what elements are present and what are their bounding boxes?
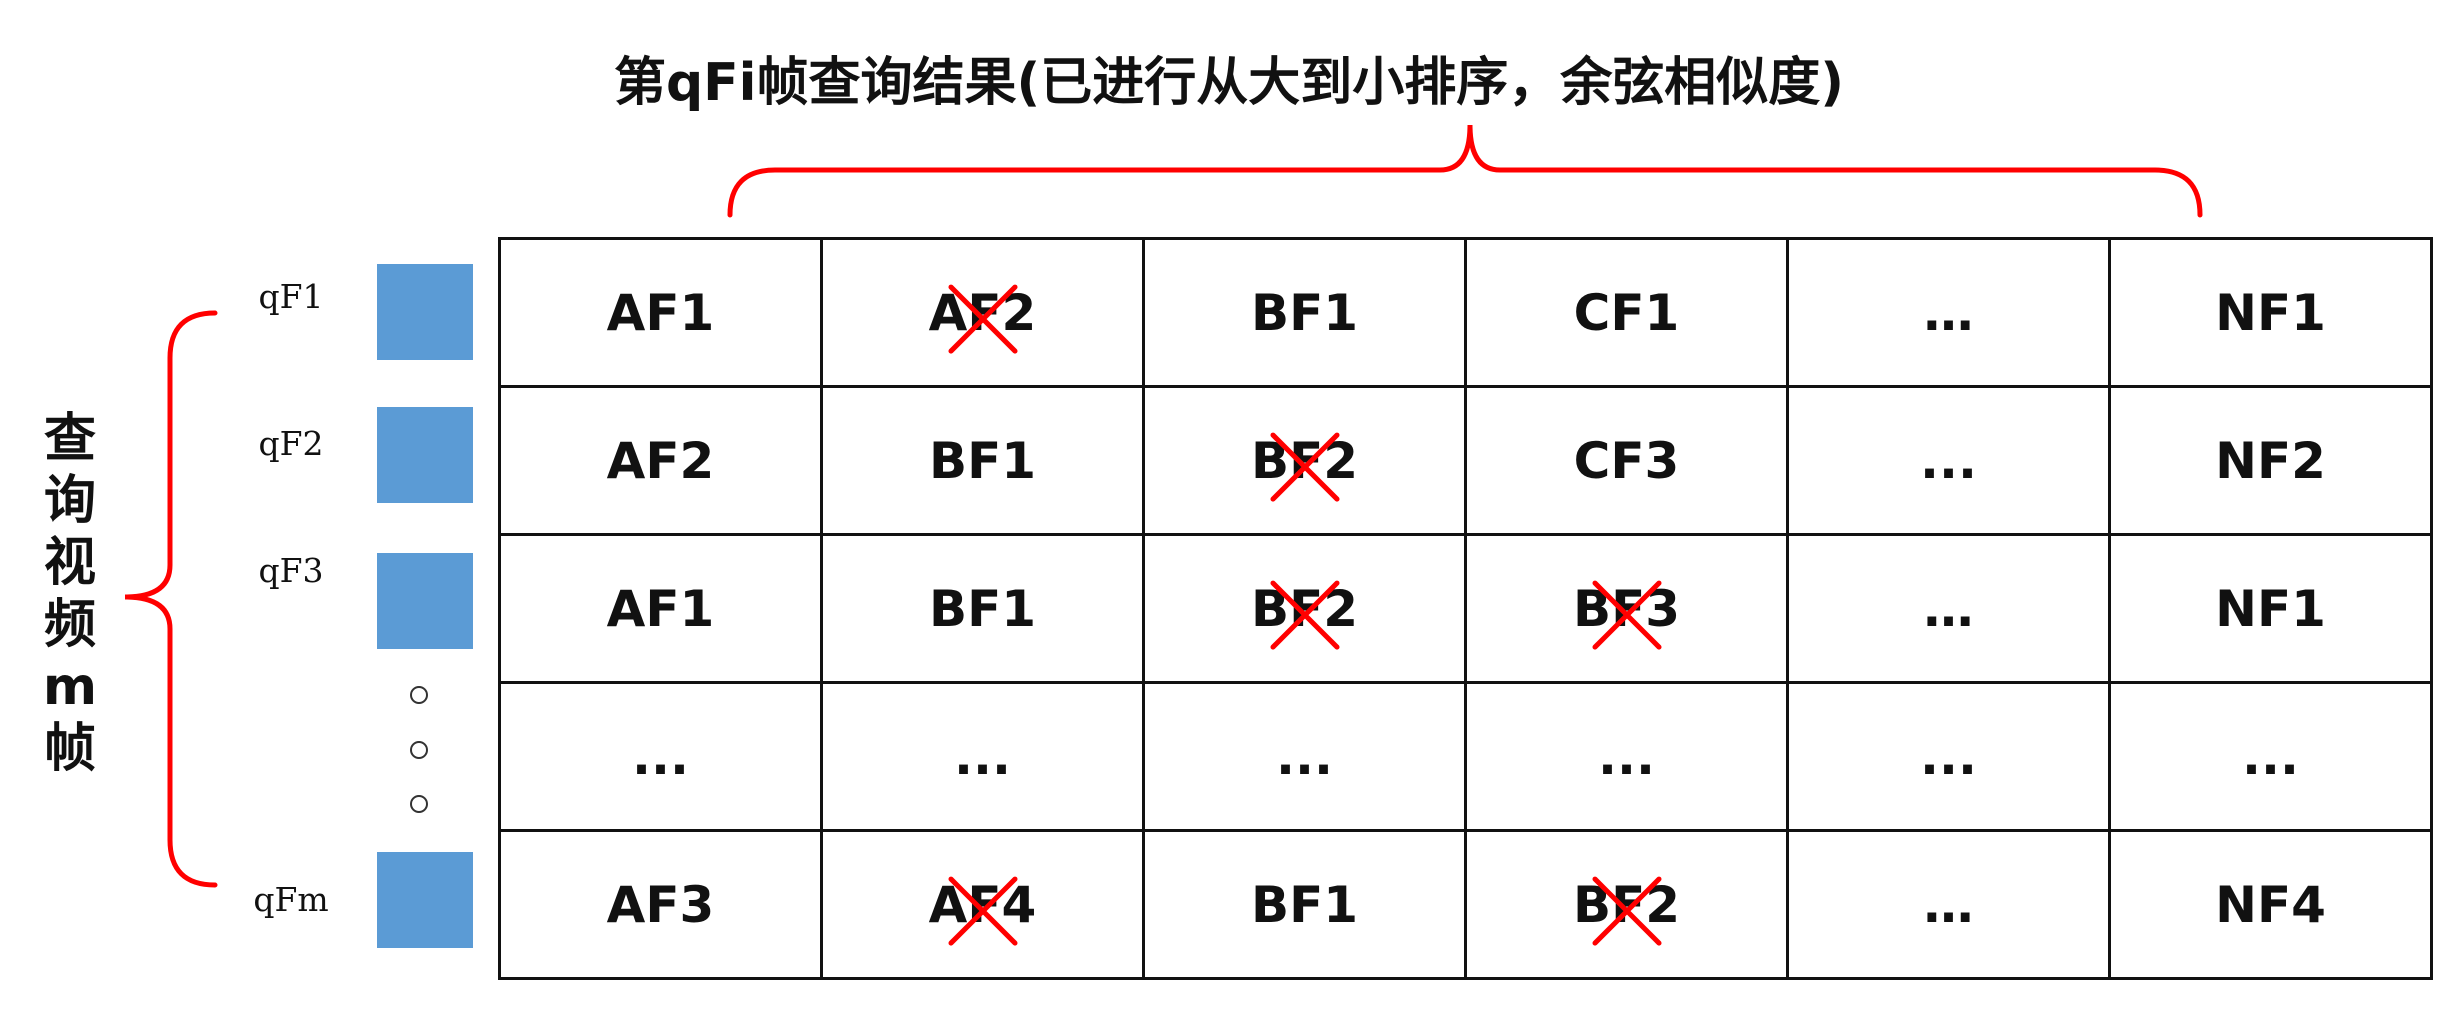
cell-label: AF1	[606, 579, 715, 638]
grid-cell: CF1	[1464, 237, 1789, 388]
grid-cell: BF2	[1142, 533, 1467, 684]
grid-cell: NF2	[2108, 385, 2433, 536]
grid-row: ..................	[498, 681, 2433, 832]
grid-cell: NF1	[2108, 533, 2433, 684]
cell-label: AF1	[606, 283, 715, 342]
cell-label: ...	[2242, 727, 2299, 786]
cell-label: ...	[954, 727, 1011, 786]
cell-label: CF1	[1573, 283, 1680, 342]
cell-label: BF1	[1250, 875, 1359, 934]
cell-label: BF2	[1250, 579, 1359, 638]
diagram-title: 第qFi帧查询结果(已进行从大到小排序，余弦相似度)	[613, 53, 1845, 113]
cell-label: ...	[1920, 431, 1977, 490]
query-frame-label: qF3	[258, 551, 324, 590]
grid-cell: ...	[498, 681, 823, 832]
cell-label: NF1	[2215, 579, 2326, 638]
grid-cell: ...	[1786, 681, 2111, 832]
grid-cell: …	[1786, 533, 2111, 684]
grid-cell: BF1	[820, 385, 1145, 536]
cell-label: …	[1923, 283, 1974, 342]
grid-row: AF2 BF1 BF2 CF3... NF2	[498, 385, 2433, 536]
grid-cell: BF1	[1142, 237, 1467, 388]
cell-label: ...	[632, 727, 689, 786]
cell-label: ...	[1276, 727, 1333, 786]
grid-cell: CF3	[1464, 385, 1789, 536]
cell-label: BF1	[1250, 283, 1359, 342]
grid-cell: …	[1786, 237, 2111, 388]
grid-row: AF3 AF4 BF1 BF2 … NF4	[498, 829, 2433, 980]
grid-cell: NF4	[2108, 829, 2433, 980]
cell-label: AF2	[928, 283, 1037, 342]
grid-cell: ...	[2108, 681, 2433, 832]
grid-cell: AF2	[820, 237, 1145, 388]
grid-cell: …	[1786, 829, 2111, 980]
grid-cell: BF2	[1142, 385, 1467, 536]
top-brace	[727, 124, 2203, 218]
query-frame-label: qF1	[258, 277, 324, 316]
cell-label: …	[1923, 579, 1974, 638]
cell-label: BF2	[1250, 431, 1359, 490]
left-brace	[124, 310, 218, 888]
cell-label: …	[1923, 875, 1974, 934]
grid-cell: AF3	[498, 829, 823, 980]
cell-label: AF3	[606, 875, 715, 934]
cell-label: AF2	[606, 431, 715, 490]
grid-row: AF1 AF2 BF1 CF1 … NF1	[498, 237, 2433, 388]
cell-label: NF4	[2215, 875, 2326, 934]
grid-cell: BF2	[1464, 829, 1789, 980]
cell-label: BF1	[928, 431, 1037, 490]
query-frame-label: qFm	[253, 880, 329, 919]
cell-label: BF1	[928, 579, 1037, 638]
grid-cell: NF1	[2108, 237, 2433, 388]
grid-cell: ...	[820, 681, 1145, 832]
grid-cell: AF4	[820, 829, 1145, 980]
grid-cell: AF1	[498, 237, 823, 388]
query-frame-box	[377, 553, 473, 649]
cell-label: AF4	[928, 875, 1037, 934]
side-label-char: 询	[43, 471, 96, 531]
grid-cell: ...	[1142, 681, 1467, 832]
ellipsis-dot	[410, 686, 428, 704]
side-label-char: 查	[43, 409, 96, 469]
cell-label: NF2	[2215, 431, 2326, 490]
side-label-char: 频	[43, 595, 96, 655]
grid-cell: AF1	[498, 533, 823, 684]
cell-label: BF3	[1572, 579, 1681, 638]
grid-cell: BF1	[1142, 829, 1467, 980]
grid-cell: AF2	[498, 385, 823, 536]
query-frame-box	[377, 407, 473, 503]
ellipsis-dot	[410, 795, 428, 813]
cell-label: BF2	[1572, 875, 1681, 934]
ellipsis-dot	[410, 741, 428, 759]
grid-cell: BF1	[820, 533, 1145, 684]
side-label-char: 视	[43, 533, 96, 593]
side-label: 查 询 视 频 m 帧	[38, 408, 102, 780]
grid-cell: ...	[1786, 385, 2111, 536]
cell-label: NF1	[2215, 283, 2326, 342]
grid-cell: ...	[1464, 681, 1789, 832]
side-label-char: 帧	[43, 719, 96, 779]
query-frame-box	[377, 264, 473, 360]
query-frame-label: qF2	[258, 424, 324, 463]
cell-label: ...	[1598, 727, 1655, 786]
query-frame-box	[377, 852, 473, 948]
cell-label: CF3	[1573, 431, 1680, 490]
grid-row: AF1 BF1 BF2 BF3 … NF1	[498, 533, 2433, 684]
side-label-char: m	[42, 657, 98, 717]
cell-label: ...	[1920, 727, 1977, 786]
grid-cell: BF3	[1464, 533, 1789, 684]
